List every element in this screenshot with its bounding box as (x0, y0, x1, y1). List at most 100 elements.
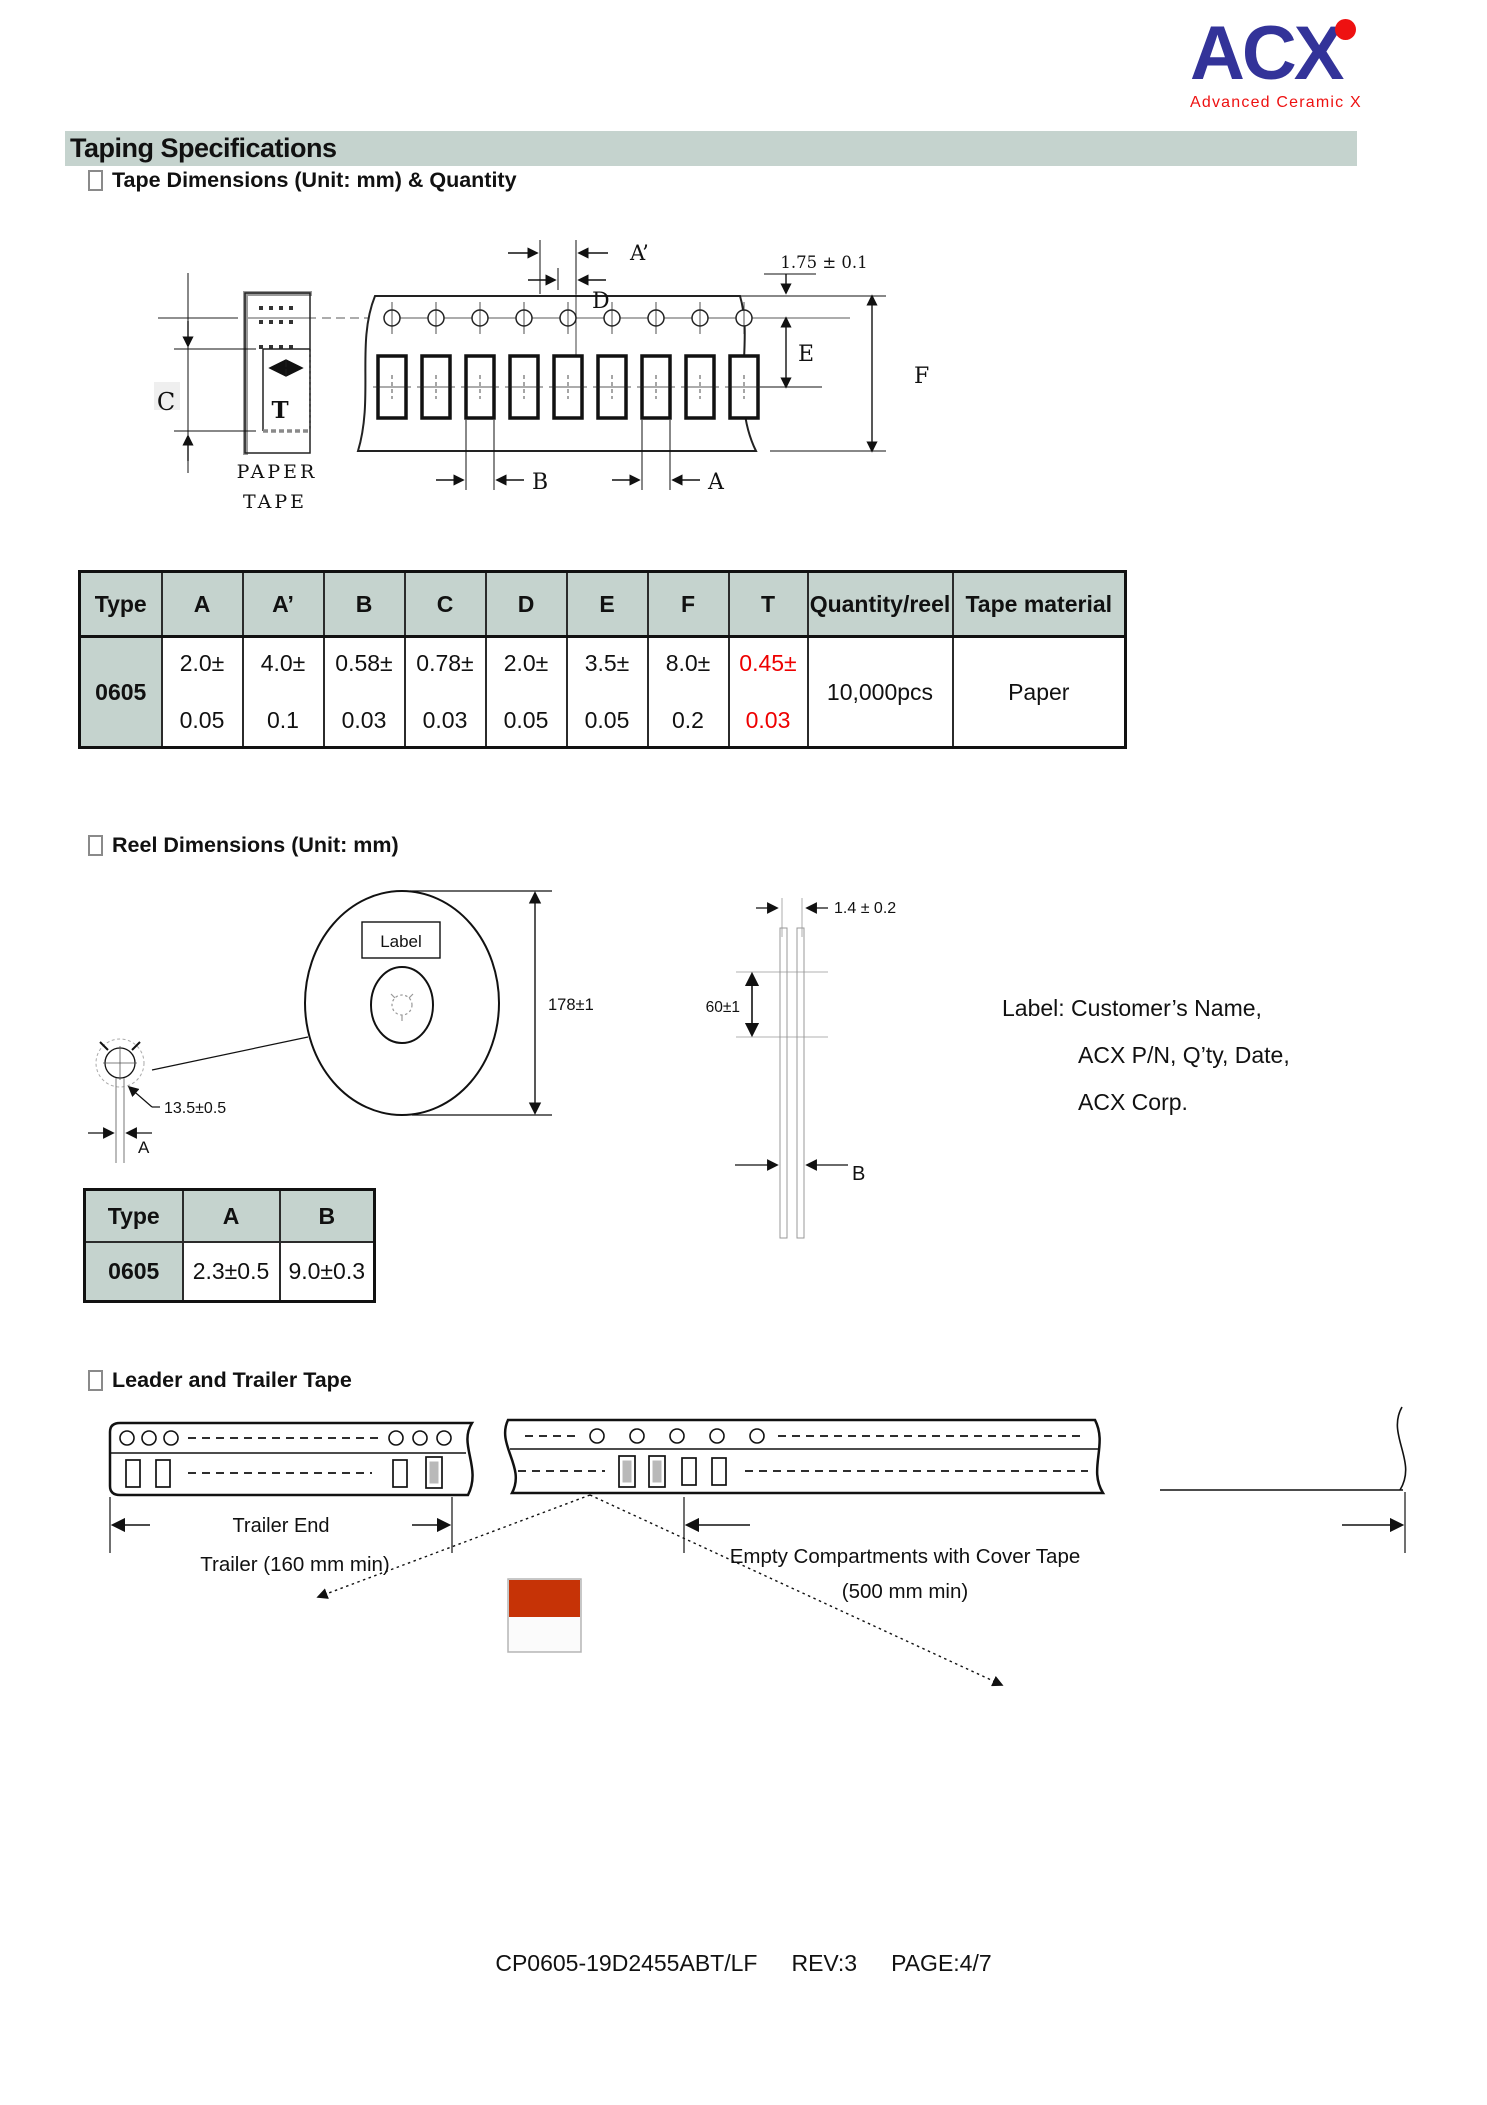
tape-dim-label-d: D (592, 289, 610, 314)
footer-part-number: CP0605-19D2455ABT/LF (495, 1950, 758, 1976)
empty-compartments-min-label: (500 mm min) (842, 1580, 968, 1603)
section-heading-reel: Reel Dimensions (Unit: mm) (88, 833, 399, 858)
cell-f-nominal: 8.0± (665, 650, 711, 676)
section-heading-reel-label: Reel Dimensions (Unit: mm) (112, 833, 399, 857)
header-quantity: Quantity/reel (806, 570, 954, 638)
empty-compartment-segment (503, 1418, 1106, 1495)
section-marker-box (88, 1370, 103, 1391)
header-a-prime: A’ (241, 570, 325, 638)
tape-spec-header-row: Type A A’ B C D E F T Quantity/reel Tape… (78, 570, 1127, 638)
reel-dim-label-a: A (138, 1138, 150, 1157)
empty-compartments-dimension (683, 1492, 1406, 1553)
cell-e-tol: 0.05 (584, 707, 630, 733)
header-t: T (727, 570, 809, 638)
reel-front-view: Label (151, 890, 500, 1116)
reel-dim-label-b: B (852, 1163, 865, 1185)
tape-spec-data-row: 0605 2.0±0.05 4.0±0.1 0.58±0.03 0.78±0.0… (78, 635, 1127, 749)
reel-dim-label-thickness: 1.4 ± 0.2 (834, 900, 896, 917)
header-e: E (565, 570, 649, 638)
component-chip-image (507, 1578, 582, 1653)
section-heading-tape-label: Tape Dimensions (Unit: mm) & Quantity (112, 168, 517, 192)
reel-dim-label-hub: 13.5±0.5 (164, 1100, 226, 1117)
tape-dim-label-t: T (271, 397, 288, 424)
reel-header-a: A (181, 1188, 281, 1243)
header-f: F (646, 570, 730, 638)
header-d: D (484, 570, 568, 638)
cell-d-tol: 0.05 (503, 707, 549, 733)
pointer-arrows (316, 1494, 1004, 1687)
footer-page-number: PAGE:4/7 (891, 1950, 992, 1976)
cell-a-prime-nominal: 4.0± (260, 650, 306, 676)
cell-b-nominal: 0.58± (335, 650, 393, 676)
tape-dim-label-e: E (798, 342, 814, 367)
tape-spec-table: Type A A’ B C D E F T Quantity/reel Tape… (78, 570, 1127, 749)
paper-label: PAPER (237, 461, 318, 483)
tape-dim-label-c: C (157, 388, 175, 416)
logo-dot-icon (1335, 19, 1356, 40)
cell-c-tol: 0.03 (422, 707, 468, 733)
reel-cell-type: 0605 (83, 1241, 184, 1303)
reel-spec-data-row: 0605 2.3±0.5 9.0±0.3 (83, 1241, 376, 1303)
tape-dimensions-diagram: T C PAPER TAPE (154, 240, 929, 513)
logo-text: ACX (1190, 11, 1344, 96)
hub-key-icon (390, 993, 414, 1021)
trailer-tape-segment (108, 1421, 475, 1497)
cell-a-prime-tol: 0.1 (267, 707, 299, 733)
title-bar: Taping Specifications (65, 131, 1357, 166)
reel-note-line2: ACX P/N, Q’ty, Date, (1078, 1042, 1290, 1068)
cell-f-tol: 0.2 (672, 707, 704, 733)
reel-cell-a: 2.3±0.5 (181, 1241, 281, 1303)
footer-revision: REV:3 (791, 1950, 858, 1976)
cell-quantity: 10,000pcs (806, 635, 954, 749)
reel-dim-label-178: 178±1 (548, 996, 594, 1014)
reel-spec-table: Type A B 0605 2.3±0.5 9.0±0.3 (83, 1188, 376, 1303)
reel-spec-header-row: Type A B (83, 1188, 376, 1243)
tape-dim-label-a: A (707, 470, 725, 495)
cell-c-nominal: 0.78± (416, 650, 474, 676)
compartments (373, 354, 763, 420)
section-heading-tape: Tape Dimensions (Unit: mm) & Quantity (88, 168, 517, 193)
leader-trailer-diagram: Trailer End Trailer (160 mm min) Empty C… (108, 1406, 1407, 1687)
reel-dimensions-diagram: Label 178±1 13.5±0.5 A (88, 890, 896, 1239)
reel-side-view (735, 898, 848, 1239)
reel-label-note: Label: Customer’s Name, ACX P/N, Q’ty, D… (1002, 985, 1290, 1126)
cell-d-nominal: 2.0± (503, 650, 549, 676)
tape-strip (356, 295, 850, 452)
reel-header-b: B (278, 1188, 376, 1243)
header-material: Tape material (951, 570, 1127, 638)
section-marker-box (88, 170, 103, 191)
empty-compartments-label: Empty Compartments with Cover Tape (730, 1545, 1081, 1568)
sprocket-holes (383, 302, 753, 334)
logo: ACX Advanced Ceramic X (1190, 16, 1410, 112)
cell-t-tol: 0.03 (745, 707, 791, 733)
cell-material: Paper (951, 635, 1127, 749)
tape-dim-label-175: 1.75 ± 0.1 (780, 253, 867, 272)
reel-note-line3: ACX Corp. (1078, 1089, 1188, 1115)
cell-b-tol: 0.03 (341, 707, 387, 733)
page-title: Taping Specifications (70, 133, 337, 163)
tape-dim-label-f: F (914, 364, 929, 389)
header-a: A (160, 570, 244, 638)
section-heading-leader-label: Leader and Trailer Tape (112, 1368, 352, 1392)
reel-dimension-178 (410, 890, 552, 1116)
cell-a-tol: 0.05 (179, 707, 225, 733)
header-c: C (403, 570, 487, 638)
trailer-length-label: Trailer (160 mm min) (200, 1553, 389, 1576)
section-heading-leader: Leader and Trailer Tape (88, 1368, 352, 1393)
tape-dim-label-b: B (532, 470, 548, 495)
trailer-end-label: Trailer End (232, 1515, 329, 1537)
tape-dim-label-a-prime: A’ (629, 241, 649, 265)
header-b: B (322, 570, 406, 638)
tape-dimension-lines (436, 240, 886, 490)
cell-e-nominal: 3.5± (584, 650, 630, 676)
page-footer: CP0605-19D2455ABT/LF REV:3 PAGE:4/7 (0, 1950, 1487, 1977)
reel-dim-label-60: 60±1 (706, 999, 740, 1016)
reel-header-type: Type (83, 1188, 184, 1243)
hub-detail-view (88, 1038, 160, 1163)
trailer-end-dimension (109, 1497, 453, 1553)
leader-continuation (1160, 1406, 1407, 1491)
section-marker-box (88, 835, 103, 856)
paper-tape-cross-section: T C PAPER TAPE (154, 273, 382, 513)
reel-label-box-text: Label (380, 932, 422, 951)
reel-note-line1: Label: Customer’s Name, (1002, 995, 1262, 1021)
